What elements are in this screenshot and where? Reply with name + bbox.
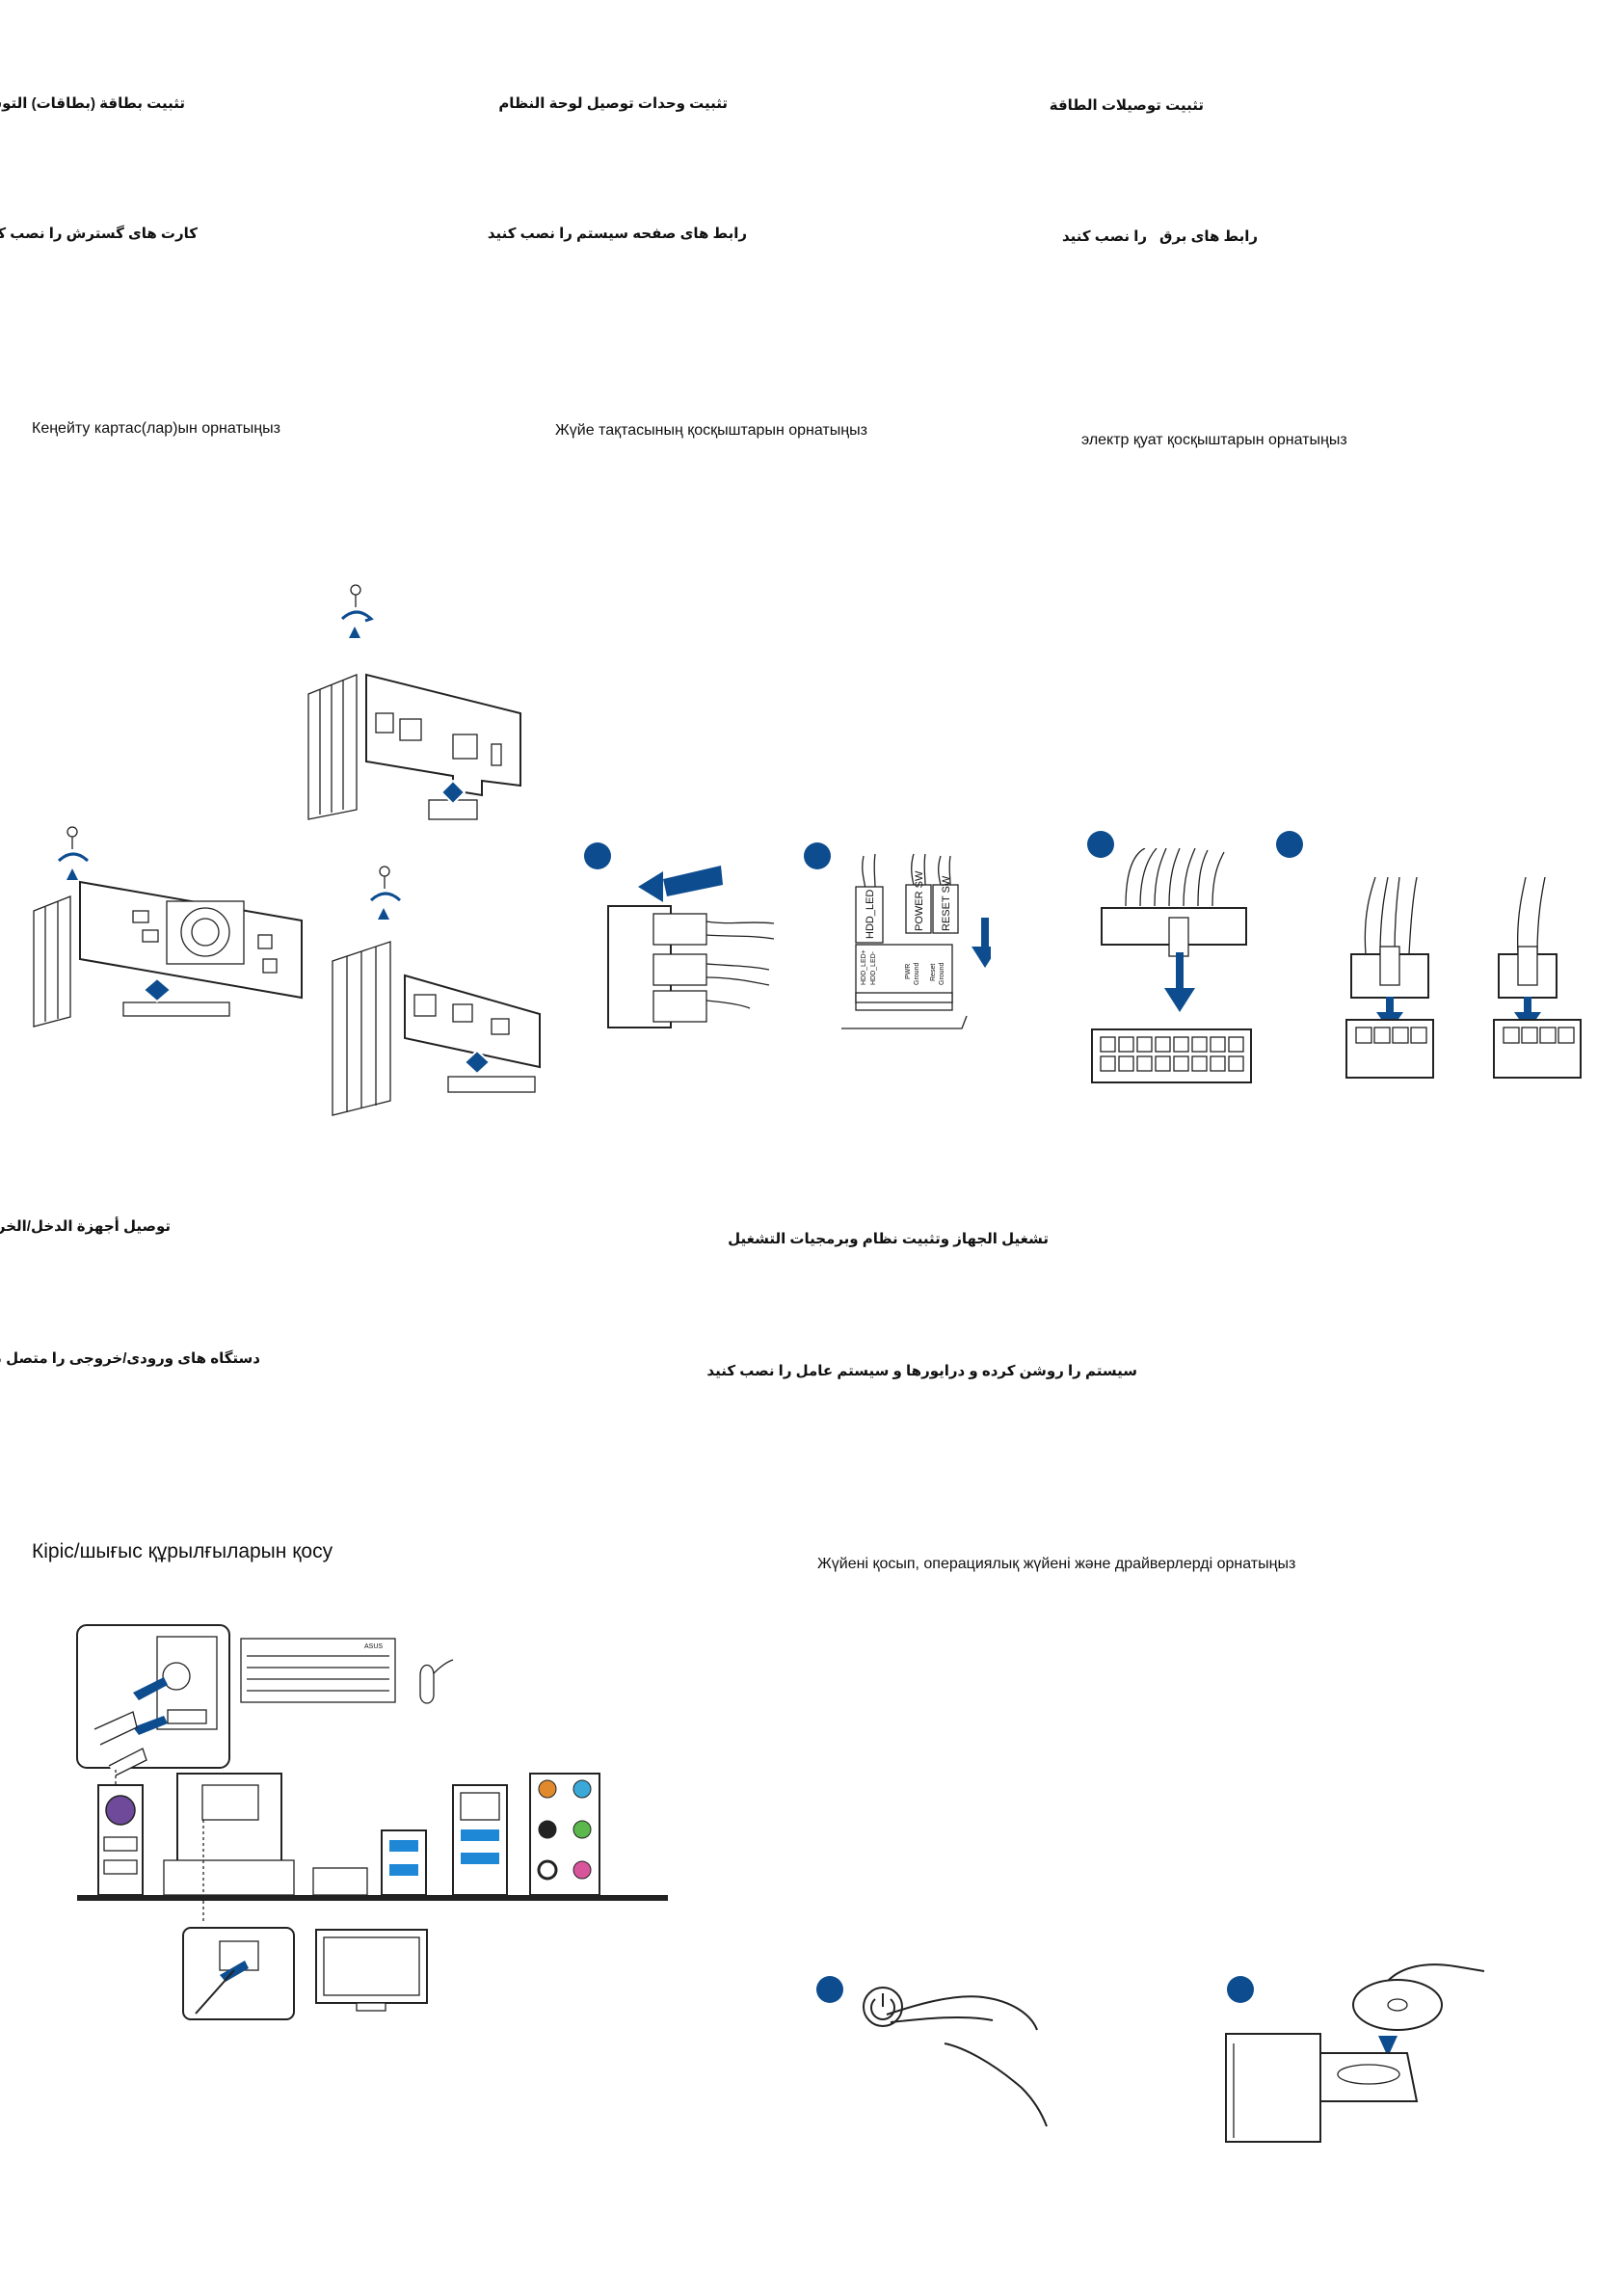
header-label-hdd-led: HDD_LED xyxy=(865,890,876,939)
boot-title-kazakh: Жүйені қосып, операциялық жүйені және др… xyxy=(817,1556,1296,1572)
step-marker-1-power xyxy=(1087,831,1114,858)
atx-24pin-connector-illustration xyxy=(1087,848,1256,1099)
step-marker-2-power xyxy=(1276,831,1303,858)
expansion-card-medium-illustration xyxy=(328,860,549,1125)
header-pin-hdd-led-plus: HDD_LED+ xyxy=(861,949,867,985)
step-marker-1-front-panel xyxy=(584,842,611,869)
io-title-arabic: توصيل أجهزة الدخل/الخرج xyxy=(0,1218,171,1235)
header-pin-hdd-led-minus: HDD_LED- xyxy=(870,950,877,985)
header-pin-ground-1: Ground xyxy=(914,963,920,985)
col1-title-persian: کارت های گسترش را نصب کنید xyxy=(0,226,198,242)
col3-title-arabic: تثبيت توصيلات الطاقة xyxy=(1049,97,1204,114)
col1-title-arabic: تثبيت بطاقة (بطاقات) التوسعة xyxy=(0,95,185,112)
front-panel-connector-illustration xyxy=(605,858,779,1041)
boot-title-arabic: تشغيل الجهاز وتثبيت نظام وبرمجيات التشغي… xyxy=(728,1231,1049,1247)
disc-insert-illustration xyxy=(1224,1957,1484,2149)
power-button-press-illustration xyxy=(848,1976,1051,2130)
eps-4pin-connector-illustration xyxy=(1489,877,1585,1089)
front-panel-header-illustration: HDD_LED POWER SW RESET SW HDD_LED+ HDD_L… xyxy=(837,850,991,1033)
graphics-card-illustration xyxy=(32,824,311,1041)
keyboard-brand: ASUS xyxy=(364,1643,383,1650)
col3-title-kazakh: электр қуат қосқыштарын орнатыңыз xyxy=(1081,432,1347,448)
col2-title-kazakh: Жүйе тақтасының қосқыштарын орнатыңыз xyxy=(555,422,867,439)
step-marker-1-boot xyxy=(816,1976,843,2003)
col3-title-persian-b: رابط های برق xyxy=(1159,228,1258,245)
io-title-persian: دستگاه های ورودی/خروجی را متصل نمایید xyxy=(0,1350,260,1367)
col2-title-arabic: تثبيت وحدات توصيل لوحة النظام xyxy=(498,95,728,112)
header-label-reset-sw: RESET SW xyxy=(941,875,952,931)
col3-title-persian-a: را نصب کنید xyxy=(1061,228,1147,245)
header-label-power-sw: POWER SW xyxy=(914,870,925,931)
io-title-kazakh: Кіріс/шығыс құрылғыларын қосу xyxy=(32,1540,333,1562)
col1-title-kazakh: Кеңейту картас(лар)ын орнатыңыз xyxy=(32,420,280,437)
col2-title-persian: رابط های صفحه سیستم را نصب کنید xyxy=(487,226,747,242)
io-devices-illustration: ASUS xyxy=(75,1623,673,2028)
boot-title-persian: سیستم را روشن کرده و درایورها و سیستم عا… xyxy=(706,1363,1137,1379)
header-pin-ground-2: Ground xyxy=(939,963,945,985)
header-pin-pwr: PWR xyxy=(905,964,912,979)
eps-8pin-connector-illustration xyxy=(1342,877,1438,1089)
expansion-card-small-illustration xyxy=(299,578,530,829)
step-marker-2-front-panel xyxy=(804,842,831,869)
step-marker-2-boot xyxy=(1227,1976,1254,2003)
header-pin-reset: Reset xyxy=(930,964,937,981)
